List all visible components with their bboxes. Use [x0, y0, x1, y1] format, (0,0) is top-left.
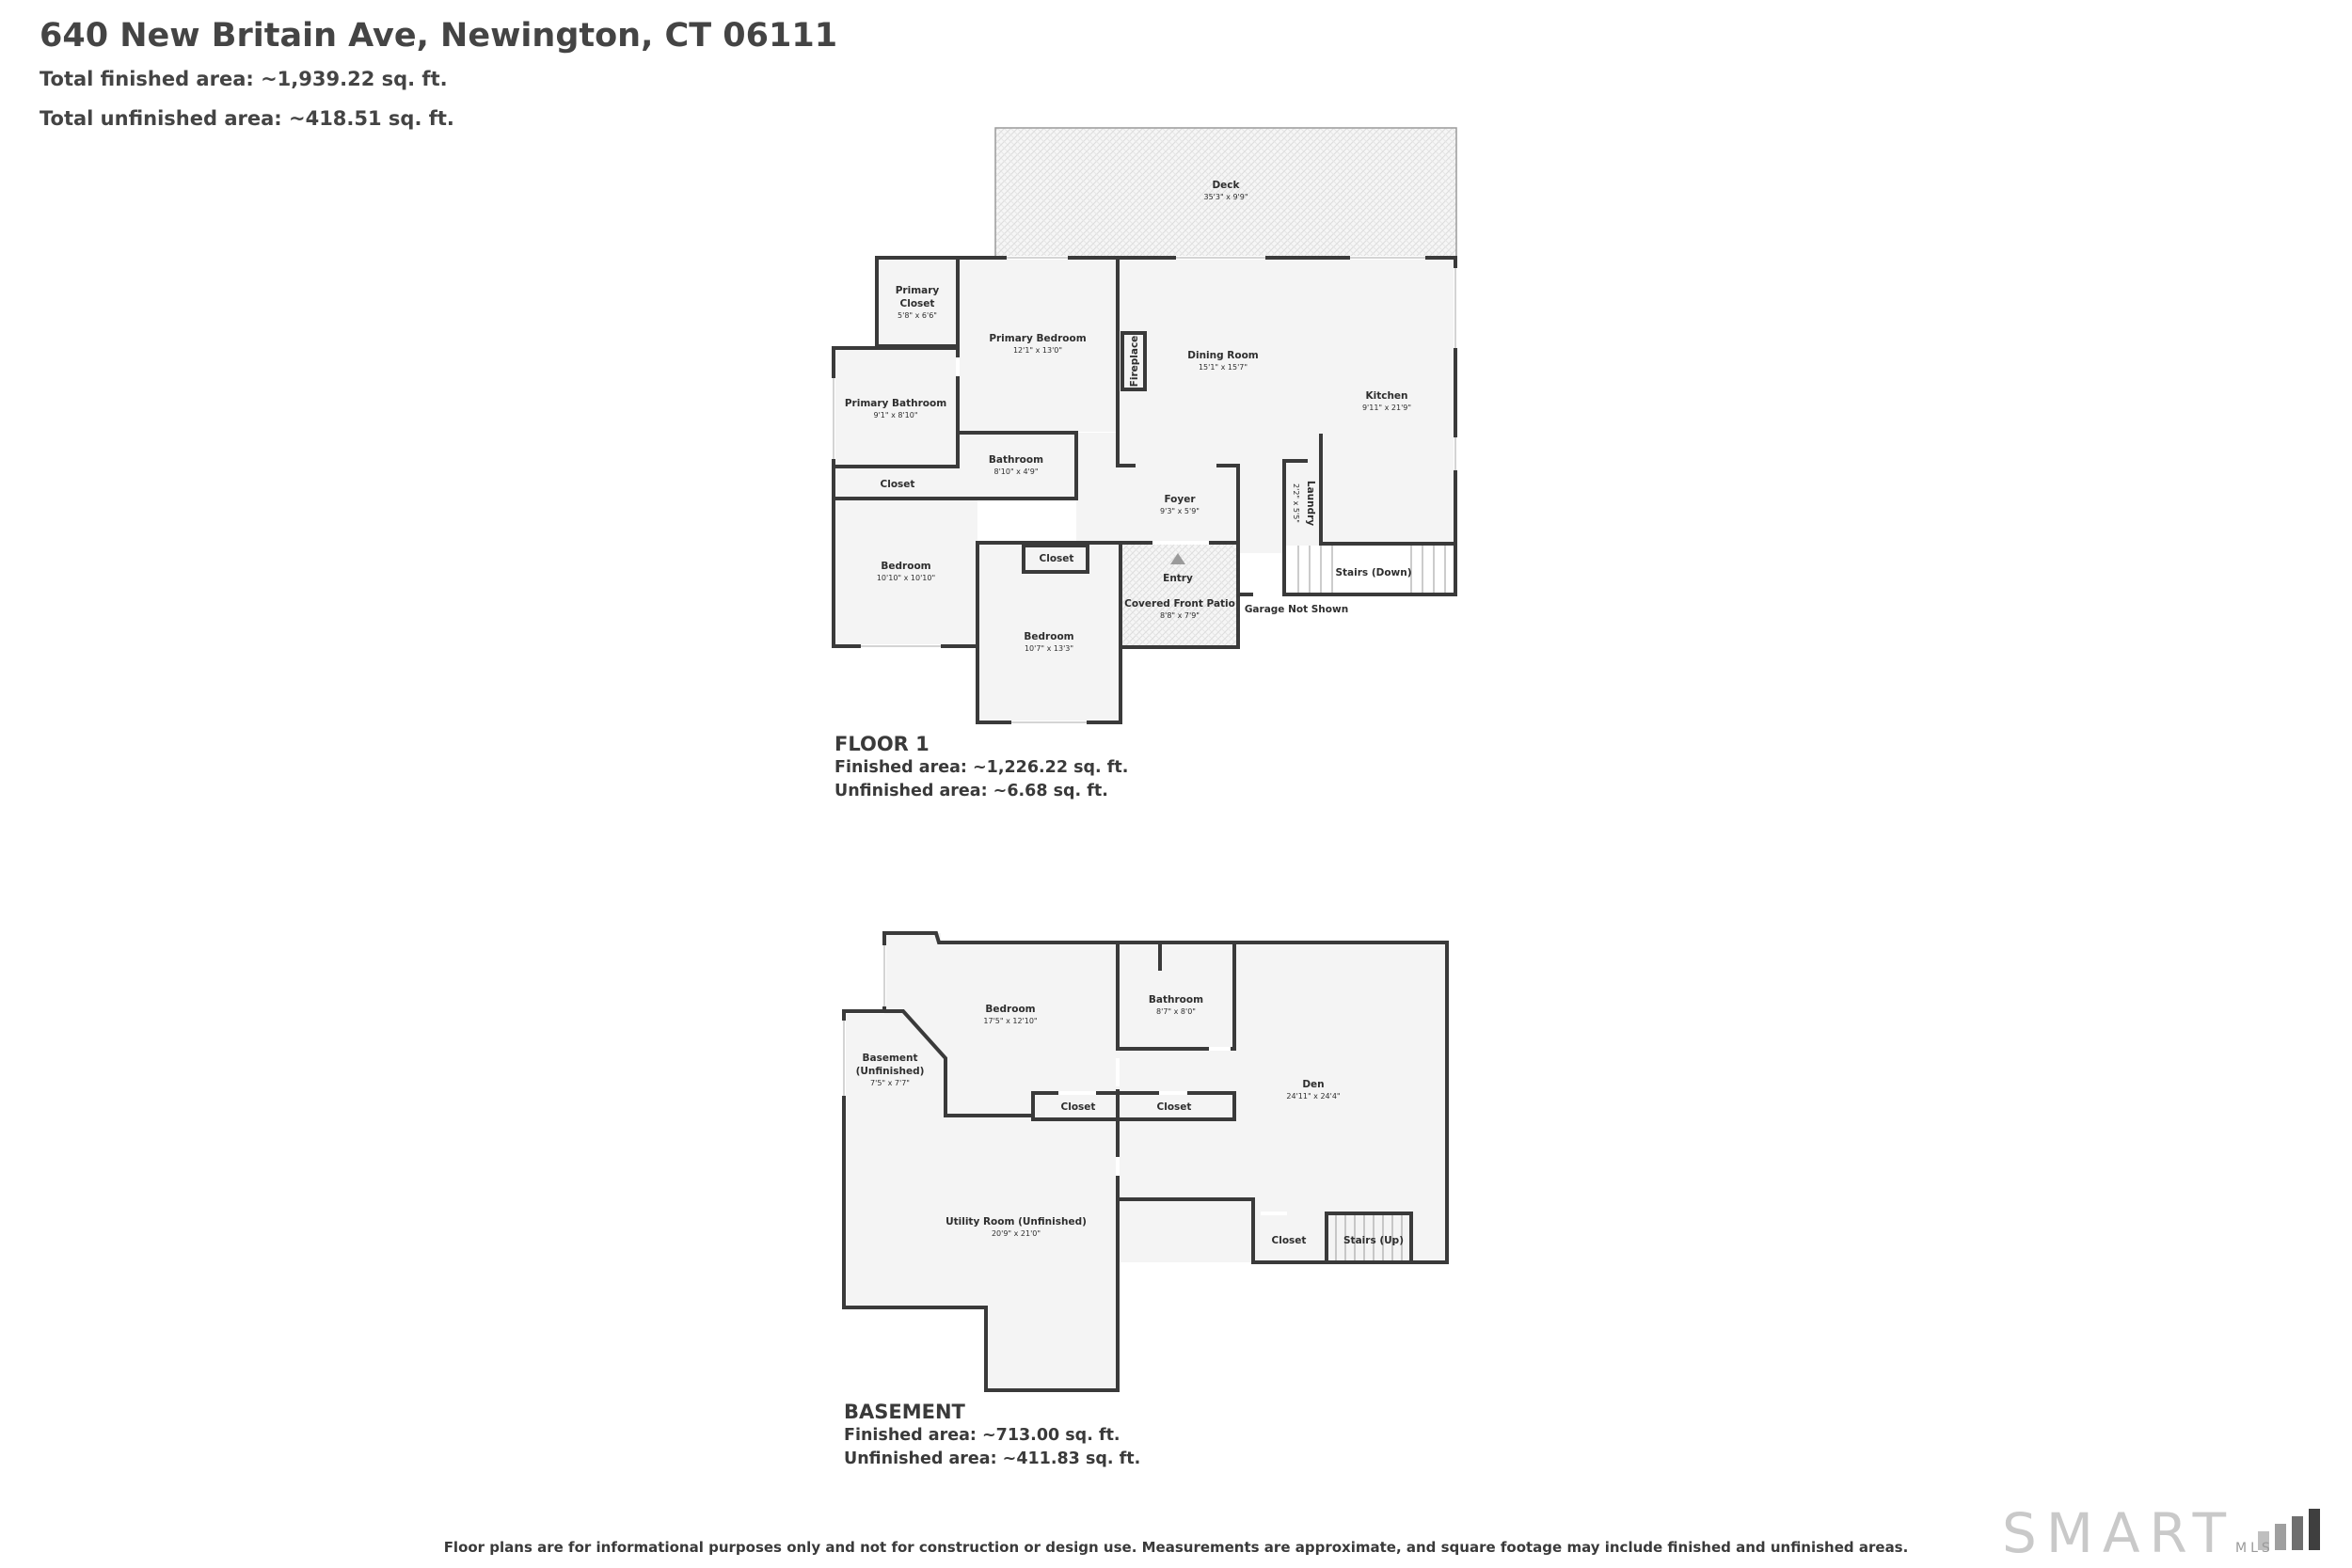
room-label-stairs-down: Stairs (Down) — [1335, 567, 1411, 578]
garage-note: Garage Not Shown — [1245, 604, 1348, 615]
room-label-primary-bathroom: Primary Bathroom — [845, 398, 946, 409]
room-label-den: Den — [1302, 1079, 1324, 1090]
room-label-primary-closet-2: Closet — [900, 298, 935, 309]
room-dims-primary-bathroom: 9'1" x 8'10" — [873, 411, 917, 420]
stairs-up-graphic — [1335, 1215, 1403, 1260]
room-label-closet-hall: Closet — [881, 479, 915, 490]
room-label-dining-room: Dining Room — [1187, 350, 1259, 361]
room-label-bedroom-a: Bedroom — [881, 561, 930, 572]
room-dims-bedroom-b: 10'7" x 13'3" — [1025, 644, 1073, 653]
room-dims-covered-patio: 8'8" x 7'9" — [1160, 611, 1200, 620]
room-label-deck: Deck — [1212, 180, 1240, 191]
basement-plan: Bedroom 17'5" x 12'10" Bathroom 8'7" x 8… — [842, 931, 1449, 1392]
logo-sub-text: MLS — [2235, 1541, 2274, 1556]
room-dims-basement-unfinished: 7'5" x 7'7" — [870, 1079, 910, 1087]
stairs-down-graphic — [1297, 546, 1446, 593]
basement-summary: BASEMENT Finished area: ~713.00 sq. ft. … — [844, 1400, 1140, 1471]
basement-unfinished-area: Unfinished area: ~411.83 sq. ft. — [844, 1449, 1141, 1468]
room-label-basement-unfinished-2: (Unfinished) — [856, 1066, 925, 1077]
room-label-bedroom-b: Bedroom — [1024, 631, 1073, 642]
room-dims-den: 24'11" x 24'4" — [1286, 1092, 1340, 1101]
room-label-stairs-up: Stairs (Up) — [1343, 1235, 1404, 1246]
room-dims-primary-bedroom: 12'1" x 13'0" — [1013, 346, 1062, 355]
room-label-entry: Entry — [1163, 573, 1193, 584]
room-label-fireplace: Fireplace — [1129, 336, 1140, 388]
entry-arrow-icon — [1170, 553, 1185, 564]
floor1-unfinished-area: Unfinished area: ~6.68 sq. ft. — [834, 782, 1108, 800]
room-label-primary-closet-1: Primary — [896, 285, 940, 296]
total-unfinished-area: Total unfinished area: ~418.51 sq. ft. — [40, 107, 454, 130]
logo-main-text: SMART — [2002, 1501, 2236, 1565]
room-label-laundry: Laundry — [1305, 481, 1316, 526]
room-label-foyer: Foyer — [1164, 494, 1196, 505]
room-label-bsmt-bathroom: Bathroom — [1149, 994, 1203, 1006]
floor1-summary: FLOOR 1 Finished area: ~1,226.22 sq. ft.… — [834, 732, 1128, 803]
room-label-closet-small: Closet — [1040, 553, 1074, 564]
basement-finished-area: Finished area: ~713.00 sq. ft. — [844, 1426, 1120, 1445]
room-dims-utility-room: 20'9" x 21'0" — [992, 1229, 1041, 1238]
floor1-title: FLOOR 1 — [834, 733, 930, 755]
room-label-bsmt-closet-2: Closet — [1157, 1101, 1192, 1113]
smart-mls-logo: SMARTMLS — [2002, 1501, 2274, 1565]
floor1-plan: Deck 35'3" x 9'9" Primary Closet 5'8" x … — [832, 127, 1457, 724]
room-dims-kitchen: 9'11" x 21'9" — [1362, 404, 1411, 412]
property-address: 640 New Britain Ave, Newington, CT 06111 — [40, 17, 838, 55]
total-finished-area: Total finished area: ~1,939.22 sq. ft. — [40, 68, 448, 90]
deck-area — [994, 127, 1457, 258]
room-dims-primary-closet: 5'8" x 6'6" — [898, 311, 937, 320]
room-label-kitchen: Kitchen — [1365, 390, 1407, 402]
room-label-basement-unfinished-1: Basement — [862, 1053, 917, 1064]
room-label-utility-room: Utility Room (Unfinished) — [946, 1216, 1087, 1227]
room-label-bathroom: Bathroom — [989, 454, 1043, 466]
smart-mls-logo-graphic — [2258, 1509, 2320, 1550]
room-dims-bedroom-a: 10'10" x 10'10" — [877, 574, 935, 582]
fireplace-box — [1120, 331, 1147, 391]
room-label-covered-patio: Covered Front Patio — [1124, 598, 1235, 610]
room-dims-bsmt-bedroom: 17'5" x 12'10" — [983, 1017, 1037, 1025]
room-dims-laundry: 2'2" x 5'5" — [1292, 483, 1300, 523]
room-label-bsmt-bedroom: Bedroom — [985, 1004, 1035, 1015]
room-label-primary-bedroom: Primary Bedroom — [989, 333, 1086, 344]
room-dims-bathroom: 8'10" x 4'9" — [993, 467, 1038, 476]
disclaimer-text: Floor plans are for informational purpos… — [443, 1539, 1909, 1556]
room-dims-foyer: 9'3" x 5'9" — [1160, 507, 1200, 515]
floor1-finished-area: Finished area: ~1,226.22 sq. ft. — [834, 758, 1129, 777]
room-dims-bsmt-bathroom: 8'7" x 8'0" — [1156, 1007, 1196, 1016]
room-dims-deck: 35'3" x 9'9" — [1203, 193, 1248, 201]
room-label-bsmt-closet-1: Closet — [1061, 1101, 1096, 1113]
room-label-bsmt-closet-3: Closet — [1272, 1235, 1307, 1246]
basement-title: BASEMENT — [844, 1401, 965, 1423]
room-dims-dining-room: 15'1" x 15'7" — [1199, 363, 1248, 372]
